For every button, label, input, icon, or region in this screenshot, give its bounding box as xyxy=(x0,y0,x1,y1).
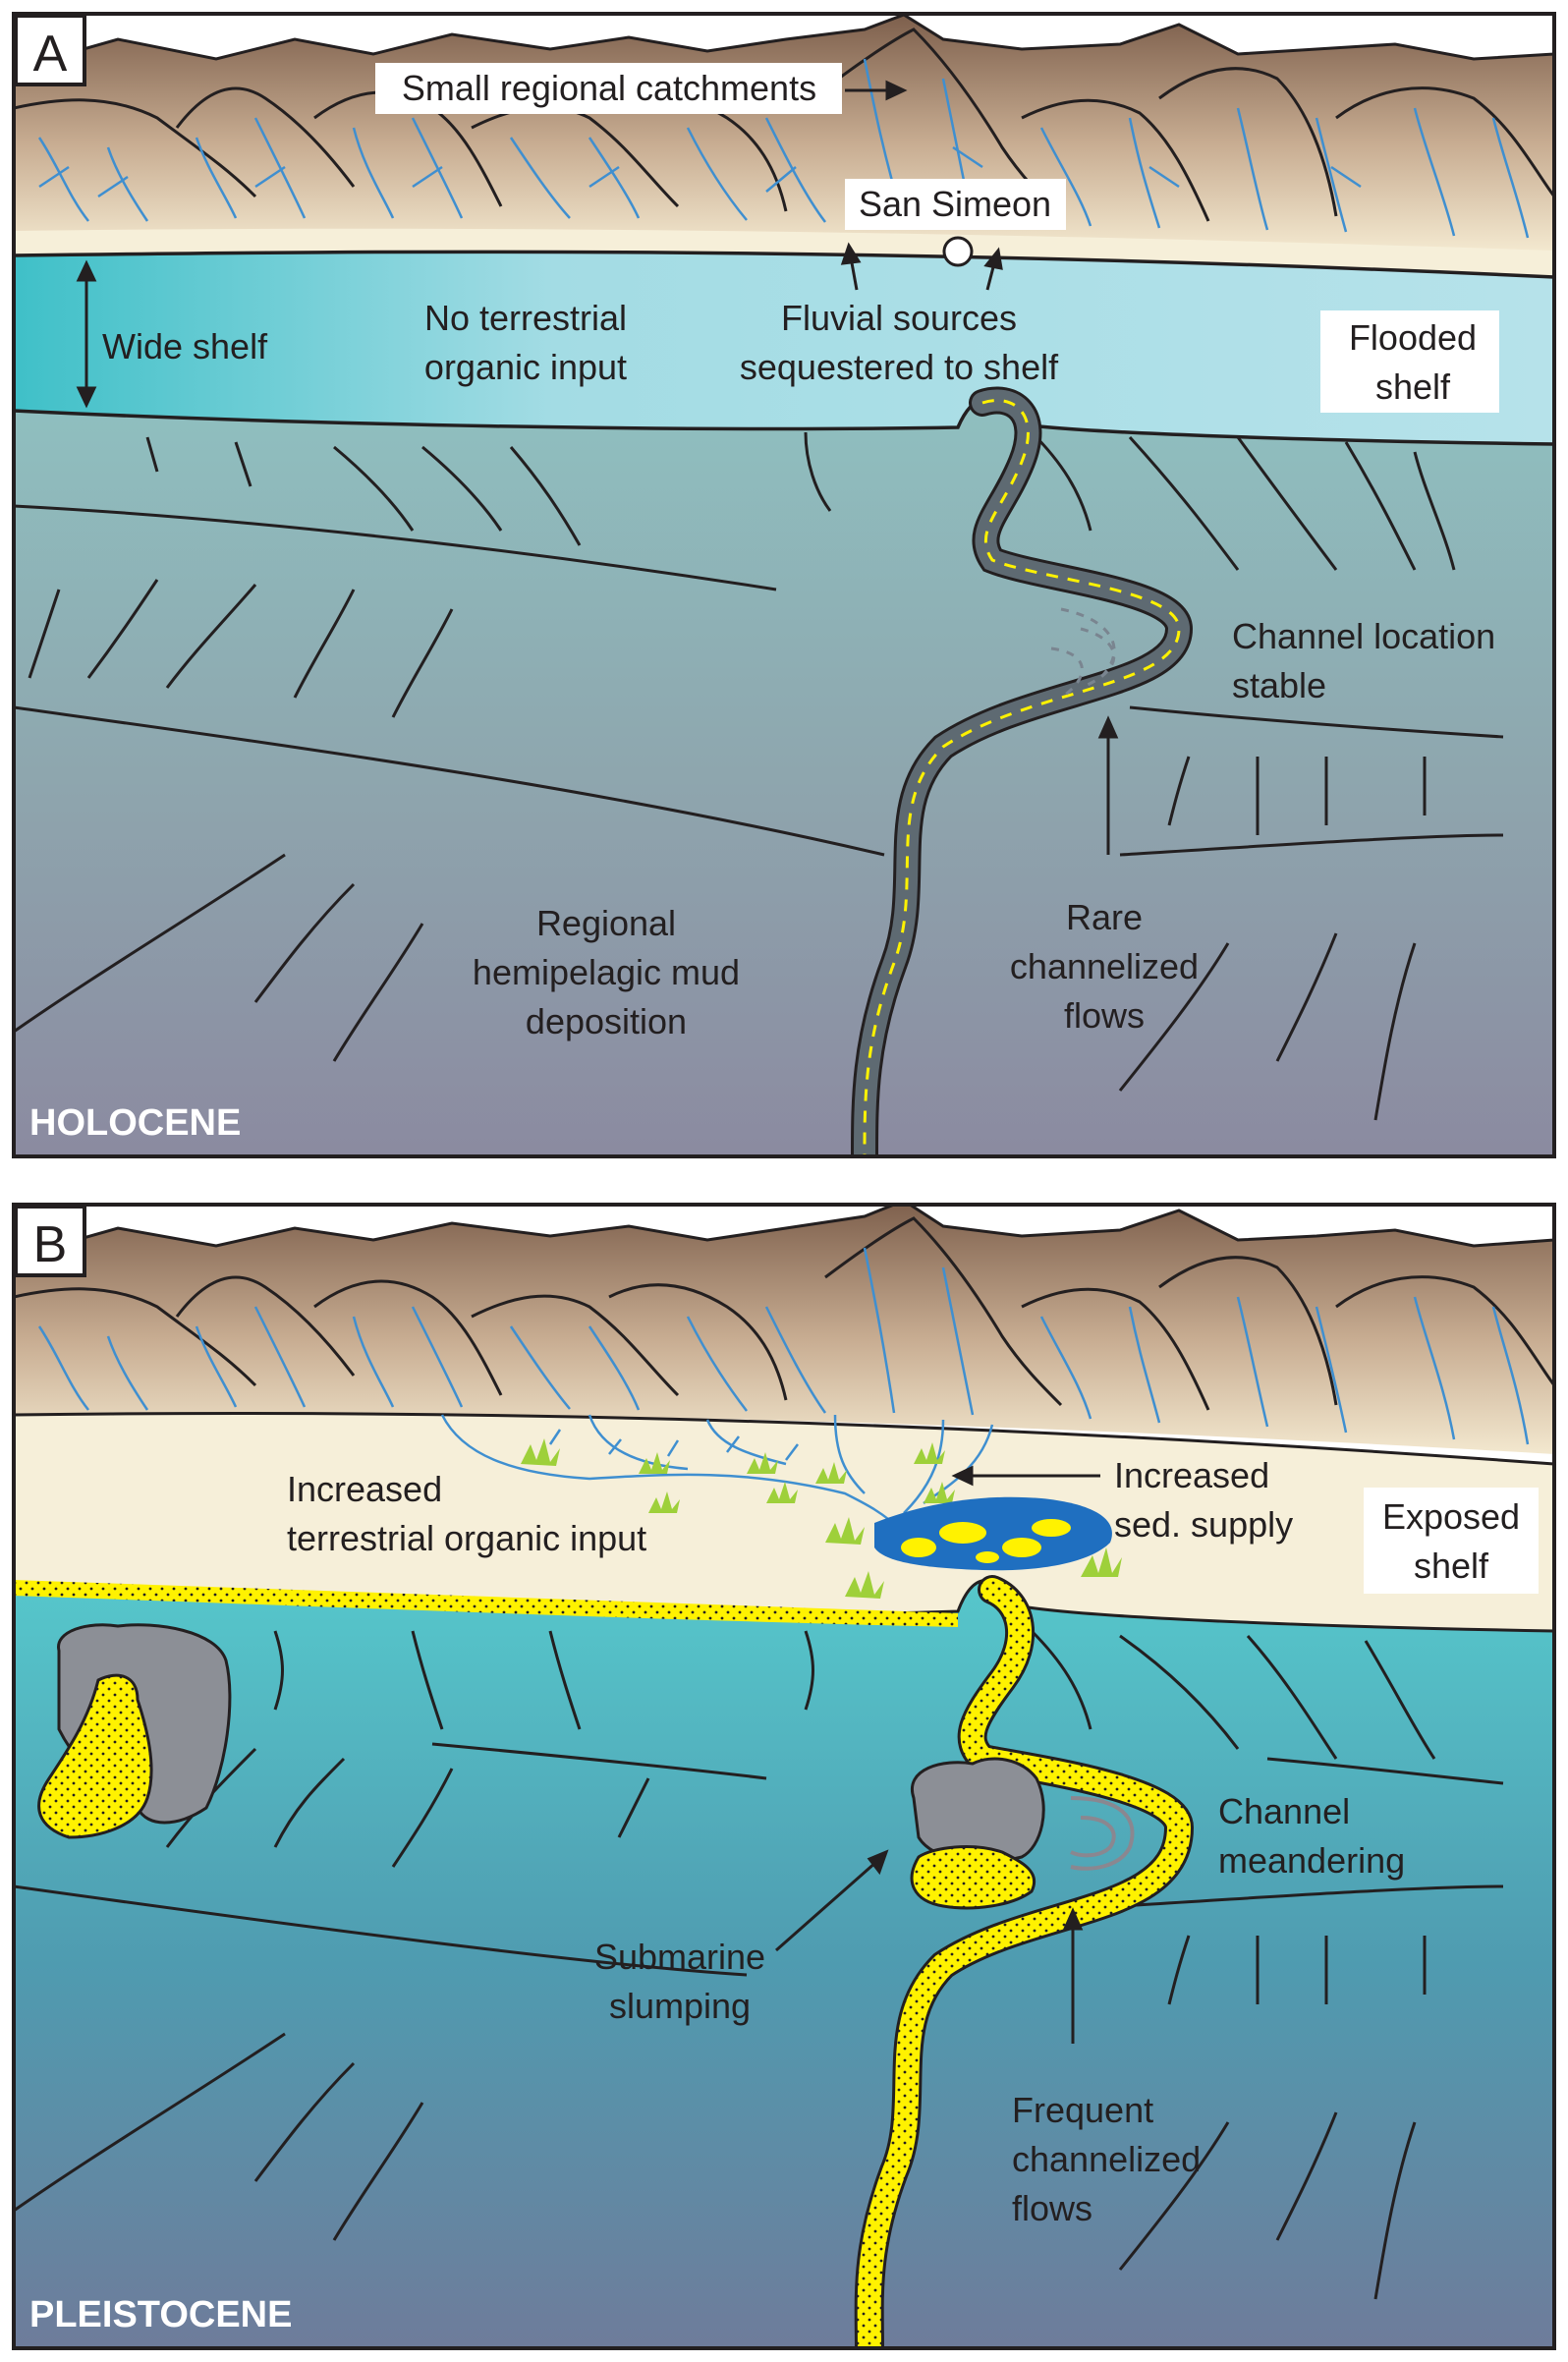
no-input-label-2: organic input xyxy=(424,347,627,387)
rare-flows-label-2: channelized xyxy=(1010,946,1199,986)
town-label: San Simeon xyxy=(859,184,1051,224)
catchments-label: Small regional catchments xyxy=(402,68,816,108)
wide-shelf-label: Wide shelf xyxy=(102,326,268,366)
increased-input-label-2: terrestrial organic input xyxy=(287,1518,646,1558)
flooded-shelf xyxy=(14,252,1554,444)
slumping-label-1: Submarine xyxy=(594,1937,765,1977)
hemipelagic-label-3: deposition xyxy=(526,1001,687,1041)
frequent-flows-label-2: channelized xyxy=(1012,2139,1201,2179)
frequent-flows-label-3: flows xyxy=(1012,2188,1092,2228)
hemipelagic-label-2: hemipelagic mud xyxy=(473,952,740,992)
channel-stable-label-2: stable xyxy=(1232,665,1326,705)
slump-deposit-left xyxy=(37,1673,153,1839)
increased-supply-label-1: Increased xyxy=(1114,1455,1269,1495)
slump-deposit-b xyxy=(910,1845,1036,1910)
meandering-label-1: Channel xyxy=(1218,1791,1350,1831)
fluvial-label-2: sequestered to shelf xyxy=(740,347,1059,387)
flooded-label-1: Flooded xyxy=(1349,317,1477,358)
era-label-b: PLEISTOCENE xyxy=(29,2294,292,2335)
channel-stable-label-1: Channel location xyxy=(1232,616,1495,656)
frequent-flows-label-1: Frequent xyxy=(1012,2090,1153,2130)
hemipelagic-label-1: Regional xyxy=(536,903,676,943)
rare-flows-label-1: Rare xyxy=(1066,897,1143,937)
panel-b: B Increased terrestrial organic input In… xyxy=(12,1203,1556,2350)
increased-input-label-1: Increased xyxy=(287,1469,442,1509)
san-simeon-marker xyxy=(942,236,974,267)
flooded-label-2: shelf xyxy=(1375,366,1451,407)
mountain-range-b xyxy=(14,1205,1554,1454)
increased-supply-label-2: sed. supply xyxy=(1114,1504,1293,1545)
exposed-shelf xyxy=(14,1413,1554,1631)
era-label-a: HOLOCENE xyxy=(29,1102,241,1144)
panel-letter-a: A xyxy=(33,26,68,83)
rare-flows-label-3: flows xyxy=(1064,995,1145,1036)
panel-letter-b: B xyxy=(33,1216,68,1273)
meandering-label-2: meandering xyxy=(1218,1840,1405,1881)
no-input-label-1: No terrestrial xyxy=(424,298,627,338)
slope-a xyxy=(14,393,1554,1156)
slumping-label-2: slumping xyxy=(609,1986,751,2026)
shelf-edge-sand xyxy=(14,1580,958,1627)
exposed-label-2: shelf xyxy=(1414,1546,1489,1586)
slope-b xyxy=(14,1572,1554,2348)
fluvial-label-1: Fluvial sources xyxy=(781,298,1017,338)
panel-a: A Small regional catchments San Simeon W… xyxy=(12,12,1556,1158)
exposed-label-1: Exposed xyxy=(1382,1496,1520,1537)
